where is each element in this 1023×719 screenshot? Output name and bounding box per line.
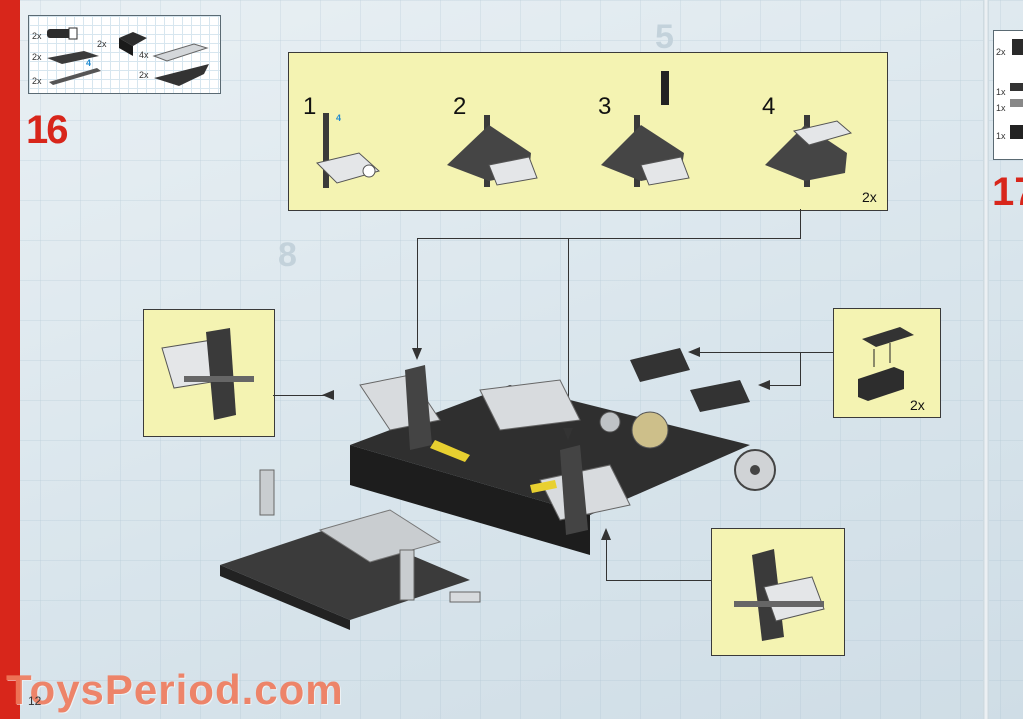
- beam-detail-illustration: [161, 328, 254, 420]
- beam-detail-illustration: [734, 549, 825, 641]
- part-quantity: 2x: [32, 31, 42, 41]
- axle-length-label: 4: [336, 113, 342, 123]
- part-quantity: 4x: [139, 50, 149, 60]
- sub-step-label: 2: [453, 93, 467, 120]
- connector-line: [417, 238, 801, 239]
- part-quantity: 1x: [996, 103, 1006, 113]
- sub-step-label: 3: [598, 93, 612, 120]
- part-quantity: 2x: [139, 70, 149, 80]
- page-gutter: [983, 0, 989, 719]
- detail-inset-left: [143, 309, 275, 437]
- part-quantity: 1x: [996, 87, 1006, 97]
- step-number: 16: [26, 108, 68, 152]
- next-step-parts-box: 2x 1x 1x 1x: [993, 30, 1023, 160]
- connector-line: [417, 238, 418, 348]
- connector-line: [770, 385, 801, 386]
- red-page-edge: [0, 0, 20, 719]
- connector-line: [800, 352, 801, 386]
- parts-illustration: [1010, 39, 1023, 139]
- watermark-text: ToysPeriod.com: [6, 666, 344, 713]
- sub-assembly-illustration: [316, 71, 853, 188]
- page-number: 12: [28, 694, 42, 708]
- sub-assembly-panel: 1 4 2 3 4 2x: [288, 52, 888, 211]
- connector-line: [568, 238, 569, 428]
- connector-line: [700, 352, 800, 353]
- connector-line: [606, 580, 711, 581]
- part-quantity: 2x: [97, 39, 107, 49]
- next-step-number: 17: [992, 170, 1023, 214]
- axle-length-label: 4: [86, 58, 92, 68]
- part-quantity: 2x: [32, 52, 42, 62]
- chassis-model-illustration: [220, 348, 776, 630]
- parts-illustration: [47, 27, 209, 86]
- sub-step-label: 1: [303, 93, 317, 120]
- multiplier-label: 2x: [910, 397, 925, 413]
- sub-step-label: 4: [762, 93, 776, 120]
- connector-line: [800, 352, 833, 353]
- part-quantity: 2x: [996, 47, 1006, 57]
- part-quantity: 1x: [996, 131, 1006, 141]
- plates-detail-illustration: [858, 327, 914, 401]
- detail-inset-plates: 2x: [833, 308, 941, 418]
- ghost-step-number: 5: [655, 18, 674, 56]
- parts-list-box: 2x 2x 2x 2x 4x 2x 4: [28, 15, 221, 94]
- connector-line: [800, 209, 801, 239]
- detail-inset-bottom-right: [711, 528, 845, 656]
- connector-line: [606, 540, 607, 581]
- part-quantity: 2x: [32, 76, 42, 86]
- connector-line: [273, 395, 333, 396]
- ghost-step-number: 8: [278, 236, 297, 274]
- multiplier-label: 2x: [862, 189, 877, 205]
